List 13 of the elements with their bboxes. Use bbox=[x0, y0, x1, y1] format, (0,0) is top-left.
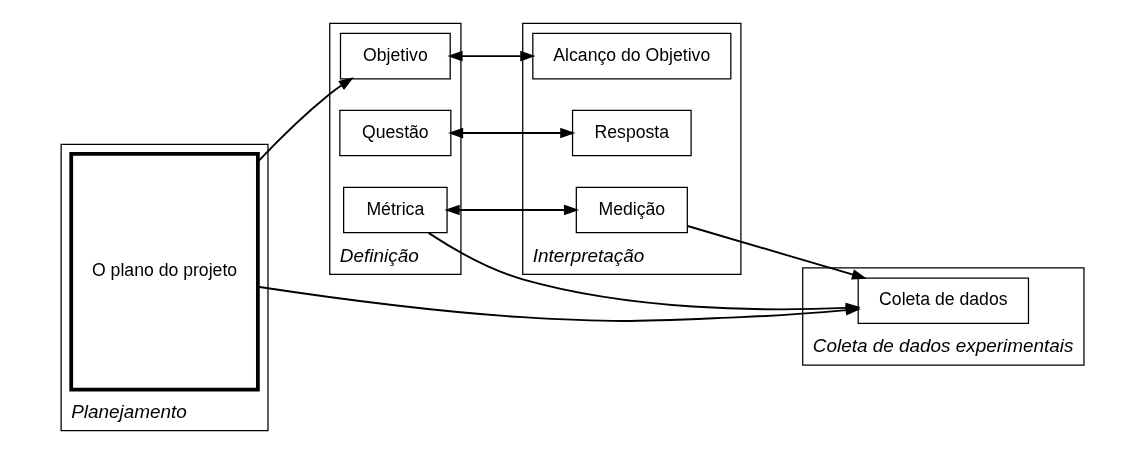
node-box: O plano do projeto bbox=[69, 151, 260, 392]
node-box: Resposta bbox=[571, 109, 692, 157]
arrow bbox=[686, 225, 868, 280]
node-box: Métrica bbox=[343, 186, 448, 234]
arrow bbox=[447, 50, 536, 62]
arrow bbox=[257, 77, 354, 163]
node-box: Alcanço do Objetivo bbox=[532, 32, 732, 80]
node-box: Objetivo bbox=[339, 32, 451, 80]
node-box: Questão bbox=[339, 109, 452, 157]
node-box: Medição bbox=[575, 186, 688, 234]
arrow bbox=[444, 204, 580, 216]
arrow bbox=[448, 127, 576, 139]
node-box: Coleta de dados bbox=[857, 277, 1030, 325]
